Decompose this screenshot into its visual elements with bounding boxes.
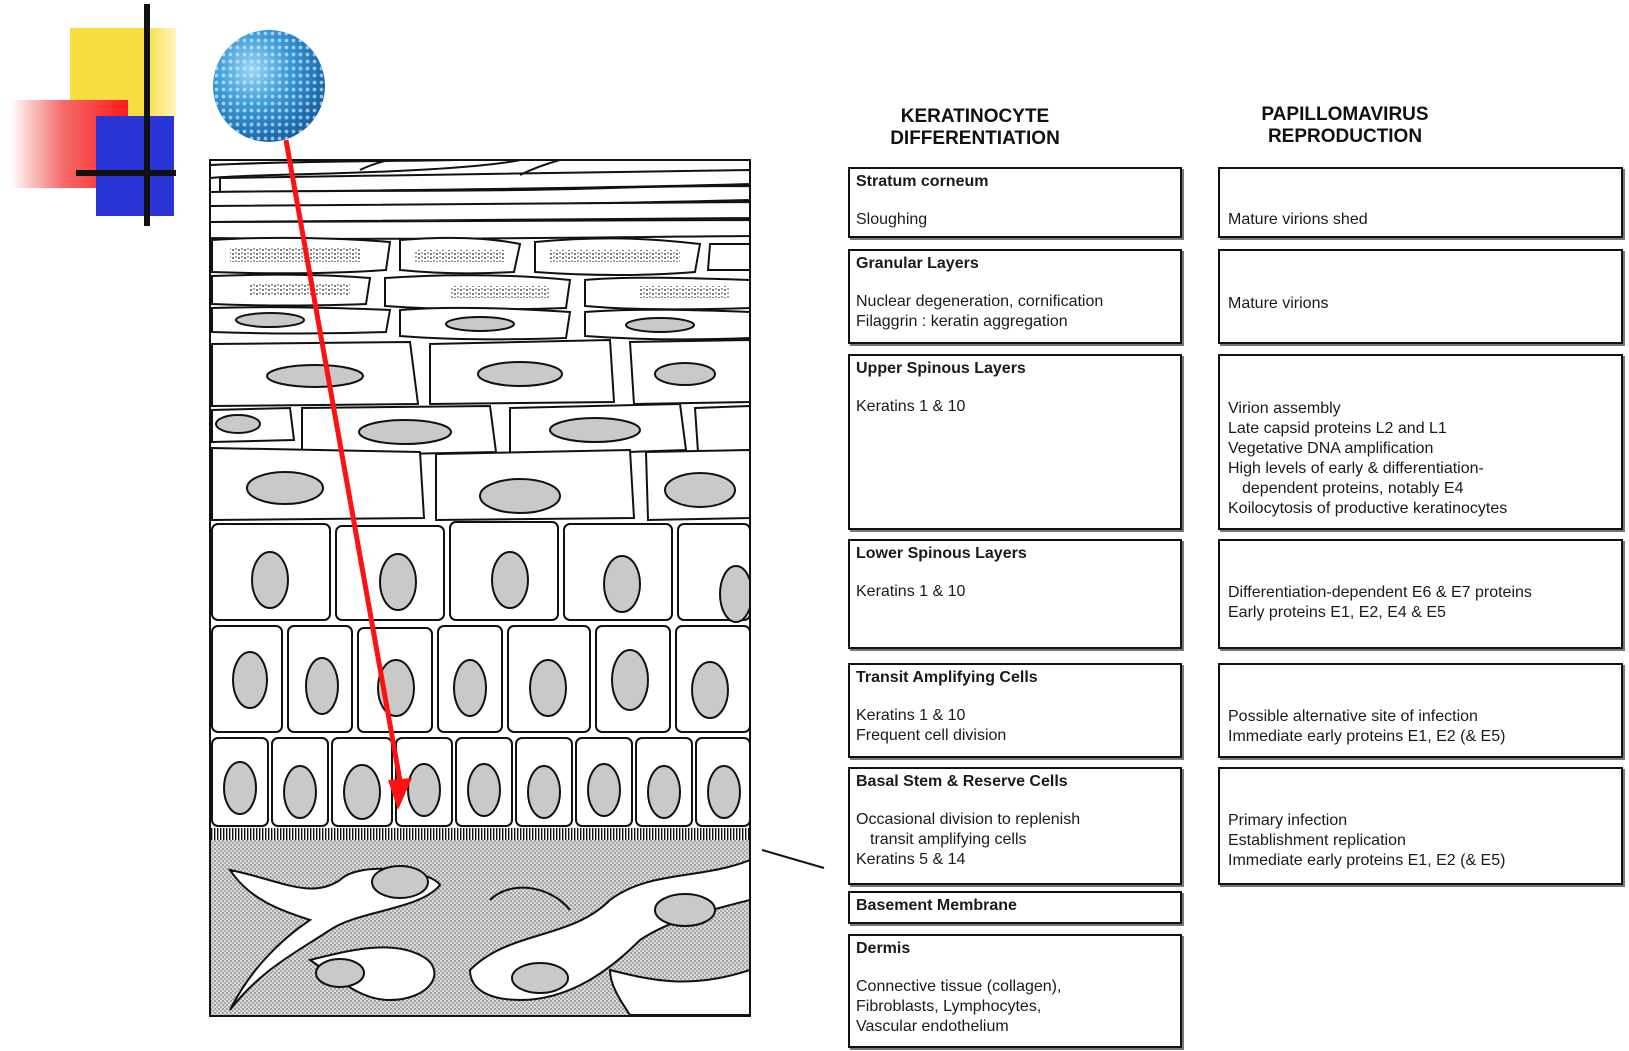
layer-box-upper-spinous: Upper Spinous Layers Keratins 1 & 10	[848, 354, 1182, 530]
layer-box-dermis: Dermis Connective tissue (collagen), Fib…	[848, 934, 1182, 1048]
reproduction-line: Virion assembly	[1228, 399, 1617, 419]
layer-line: Filaggrin : keratin aggregation	[856, 312, 1174, 332]
layer-box-stratum-corneum: Stratum corneum Sloughing	[848, 167, 1182, 238]
layer-line: Keratins 1 & 10	[856, 706, 1174, 726]
reproduction-line: Vegetative DNA amplification	[1228, 439, 1617, 459]
layer-line: Keratins 1 & 10	[856, 397, 1174, 417]
reproduction-line: Mature virions shed	[1228, 210, 1617, 230]
layer-title: Upper Spinous Layers	[856, 359, 1174, 379]
reproduction-line: Koilocytosis of productive keratinocytes	[1228, 499, 1617, 519]
layer-line: transit amplifying cells	[856, 830, 1174, 850]
basement-membrane-pointer	[758, 840, 838, 880]
decor-vertical-line	[144, 4, 150, 226]
layer-line: Nuclear degeneration, cornification	[856, 292, 1174, 312]
layer-box-granular: Granular Layers Nuclear degeneration, co…	[848, 249, 1182, 344]
reproduction-box-transit-amplifying: Possible alternative site of infection I…	[1218, 663, 1623, 758]
layer-line: Connective tissue (collagen),	[856, 977, 1174, 997]
layer-box-transit-amplifying: Transit Amplifying Cells Keratins 1 & 10…	[848, 663, 1182, 758]
keratinocyte-header: KERATINOCYTE DIFFERENTIATION	[860, 106, 1090, 150]
reproduction-line: Possible alternative site of infection	[1228, 707, 1617, 727]
reproduction-line: Immediate early proteins E1, E2 (& E5)	[1228, 851, 1617, 871]
layer-title: Stratum corneum	[856, 172, 1174, 192]
layer-line: Occasional division to replenish	[856, 810, 1174, 830]
layer-title: Basal Stem & Reserve Cells	[856, 772, 1174, 792]
layer-line: Keratins 1 & 10	[856, 582, 1174, 602]
layer-box-lower-spinous: Lower Spinous Layers Keratins 1 & 10	[848, 539, 1182, 649]
layer-title: Basement Membrane	[856, 896, 1174, 916]
reproduction-line: Establishment replication	[1228, 831, 1617, 851]
keratinocyte-header-line1: KERATINOCYTE	[860, 106, 1090, 128]
reproduction-line: Late capsid proteins L2 and L1	[1228, 419, 1617, 439]
layer-line: Keratins 5 & 14	[856, 850, 1174, 870]
epidermis-illustration	[190, 140, 770, 1020]
reproduction-line: Early proteins E1, E2, E4 & E5	[1228, 603, 1617, 623]
reproduction-line: High levels of early & differentiation-	[1228, 459, 1617, 479]
layer-title: Granular Layers	[856, 254, 1174, 274]
papillomavirus-header-line2: REPRODUCTION	[1215, 126, 1475, 148]
layer-title: Lower Spinous Layers	[856, 544, 1174, 564]
reproduction-line: dependent proteins, notably E4	[1228, 479, 1617, 499]
layer-line: Frequent cell division	[856, 726, 1174, 746]
keratinocyte-header-line2: DIFFERENTIATION	[860, 128, 1090, 150]
reproduction-box-upper-spinous: Virion assembly Late capsid proteins L2 …	[1218, 354, 1623, 530]
papillomavirus-header: PAPILLOMAVIRUS REPRODUCTION	[1215, 104, 1475, 148]
decor-blue-square	[96, 116, 174, 216]
decor-horizontal-line	[76, 170, 176, 176]
virus-particle-icon	[213, 30, 325, 142]
reproduction-box-corneum: Mature virions shed	[1218, 167, 1623, 238]
layer-box-basal-stem: Basal Stem & Reserve Cells Occasional di…	[848, 767, 1182, 885]
reproduction-box-basal-stem: Primary infection Establishment replicat…	[1218, 767, 1623, 885]
layer-line: Fibroblasts, Lymphocytes,	[856, 997, 1174, 1017]
reproduction-line: Primary infection	[1228, 811, 1617, 831]
reproduction-line: Immediate early proteins E1, E2 (& E5)	[1228, 727, 1617, 747]
layer-line: Vascular endothelium	[856, 1017, 1174, 1037]
layer-title: Transit Amplifying Cells	[856, 668, 1174, 688]
layer-line: Sloughing	[856, 210, 1174, 230]
reproduction-line: Mature virions	[1228, 294, 1617, 314]
layer-title: Dermis	[856, 939, 1174, 959]
reproduction-line: Differentiation-dependent E6 & E7 protei…	[1228, 583, 1617, 603]
layer-box-basement-membrane: Basement Membrane	[848, 891, 1182, 924]
papillomavirus-header-line1: PAPILLOMAVIRUS	[1215, 104, 1475, 126]
reproduction-box-granular: Mature virions	[1218, 249, 1623, 344]
reproduction-box-lower-spinous: Differentiation-dependent E6 & E7 protei…	[1218, 539, 1623, 649]
